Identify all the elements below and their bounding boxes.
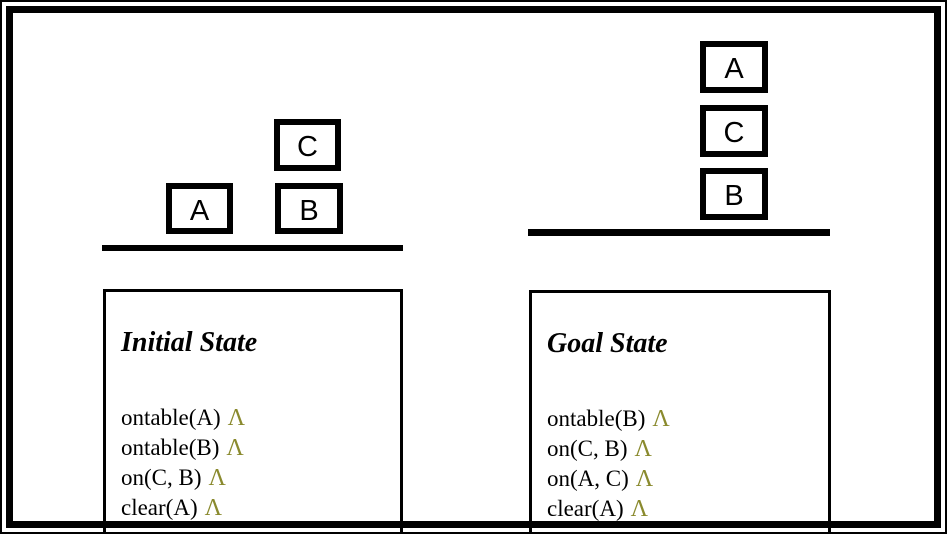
conjunction-symbol: Λ bbox=[630, 496, 649, 522]
block-label: A bbox=[724, 53, 744, 85]
conjunction-symbol: Λ bbox=[635, 466, 654, 492]
predicate-text: ontable(B) bbox=[547, 406, 646, 431]
predicate: ontable(B)Λ bbox=[121, 433, 390, 463]
table-surface-line bbox=[528, 229, 830, 236]
predicate-list: ontable(B)Λ on(C, B)Λ on(A, C)Λ clear(A)… bbox=[547, 404, 818, 524]
conjunction-symbol: Λ bbox=[208, 465, 226, 491]
predicate: on(A, C)Λ bbox=[547, 464, 818, 494]
block-label: B bbox=[724, 180, 744, 212]
table-surface-line bbox=[102, 245, 403, 251]
panel-title: Initial State bbox=[121, 327, 258, 358]
block-a: A bbox=[166, 183, 233, 234]
predicate-text: clear(A) bbox=[121, 495, 198, 520]
block-c: C bbox=[700, 105, 768, 157]
predicate-text: on(C, B) bbox=[121, 465, 202, 490]
block-b: B bbox=[700, 168, 768, 220]
predicate-text: on(A, C) bbox=[547, 466, 629, 491]
panel-title: Goal State bbox=[547, 328, 668, 359]
block-b: B bbox=[275, 183, 343, 234]
block-label: C bbox=[723, 117, 745, 149]
predicate: ontable(B)Λ bbox=[547, 404, 818, 434]
predicate-text: on(C, B) bbox=[547, 436, 628, 461]
predicate-text: ontable(B) bbox=[121, 435, 220, 460]
conjunction-symbol: Λ bbox=[226, 435, 244, 461]
block-label: A bbox=[189, 194, 210, 227]
predicate: clear(A)Λ bbox=[121, 493, 390, 523]
conjunction-symbol: Λ bbox=[652, 406, 670, 432]
predicate: clear(A)Λ bbox=[547, 494, 818, 524]
initial-state-panel: Initial State ontable(A)Λ ontable(B)Λ on… bbox=[103, 289, 403, 534]
predicate: on(C, B)Λ bbox=[121, 463, 390, 493]
predicate-list: ontable(A)Λ ontable(B)Λ on(C, B)Λ clear(… bbox=[121, 403, 390, 523]
conjunction-symbol: Λ bbox=[204, 495, 223, 521]
conjunction-symbol: Λ bbox=[634, 436, 652, 462]
goal-state-panel: Goal State ontable(B)Λ on(C, B)Λ on(A, C… bbox=[529, 290, 831, 534]
predicate-text: clear(A) bbox=[547, 496, 624, 521]
block-c: C bbox=[274, 119, 341, 171]
predicate: on(C, B)Λ bbox=[547, 434, 818, 464]
predicate-text: ontable(A) bbox=[121, 405, 221, 430]
block-label: C bbox=[297, 131, 318, 163]
block-a: A bbox=[700, 41, 768, 93]
block-label: B bbox=[299, 194, 319, 227]
predicate: ontable(A)Λ bbox=[121, 403, 390, 433]
conjunction-symbol: Λ bbox=[227, 405, 246, 431]
